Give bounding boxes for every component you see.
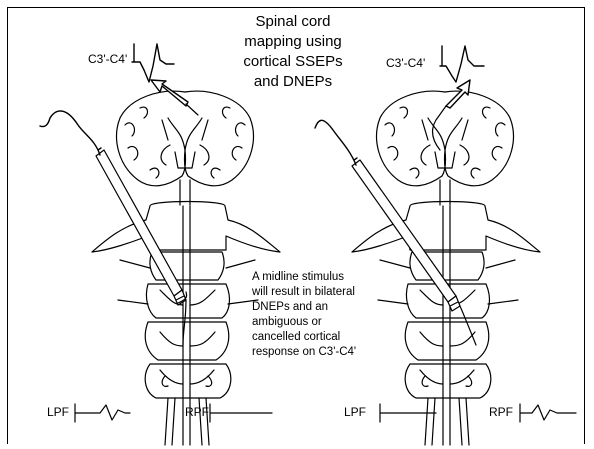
left-cortical-waveform bbox=[132, 44, 174, 82]
right-cortical-arrow bbox=[446, 80, 470, 108]
left-panel bbox=[40, 44, 280, 445]
left-brain bbox=[117, 91, 254, 205]
right-rpf-waveform bbox=[520, 404, 576, 422]
right-cortical-waveform bbox=[440, 46, 484, 82]
left-electrode bbox=[40, 111, 187, 305]
left-rpf-waveform bbox=[210, 404, 272, 422]
right-electrode bbox=[315, 120, 460, 311]
left-lpf-waveform bbox=[75, 404, 130, 422]
right-panel bbox=[315, 46, 576, 445]
left-spinal-cord bbox=[92, 202, 280, 446]
